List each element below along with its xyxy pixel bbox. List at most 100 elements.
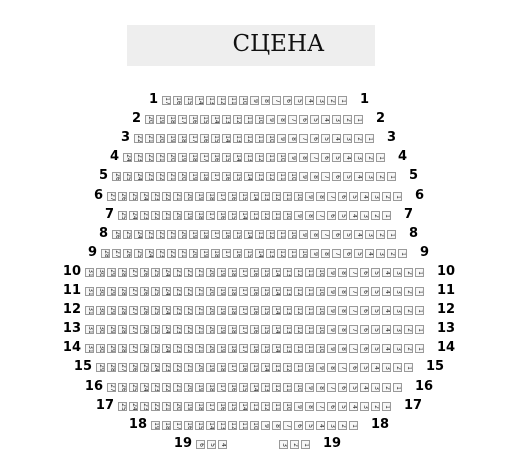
seat[interactable]: 5	[305, 421, 314, 430]
seat[interactable]: 10	[277, 153, 286, 162]
seat[interactable]: 2	[382, 383, 391, 392]
seat[interactable]: 14	[239, 402, 248, 411]
seat[interactable]: 10	[316, 325, 325, 334]
seat[interactable]: 9	[294, 402, 303, 411]
seat[interactable]: 10	[239, 96, 248, 105]
seat[interactable]: 13	[255, 172, 264, 181]
seat[interactable]: 25	[118, 211, 127, 220]
seat[interactable]: 26	[112, 230, 121, 239]
seat[interactable]: 18	[195, 211, 204, 220]
seat[interactable]: 26	[118, 192, 127, 201]
seat[interactable]: 12	[266, 230, 275, 239]
seat[interactable]: 15	[261, 268, 270, 277]
seat[interactable]: 7	[332, 249, 341, 258]
seat[interactable]: 2	[290, 440, 299, 449]
seat[interactable]: 15	[228, 211, 237, 220]
seat[interactable]: 8	[316, 383, 325, 392]
seat[interactable]: 2	[382, 192, 391, 201]
seat[interactable]: 18	[206, 192, 215, 201]
seat[interactable]: 7	[288, 115, 297, 124]
seat[interactable]: 19	[217, 306, 226, 315]
seat[interactable]: 3	[393, 268, 402, 277]
seat[interactable]: 4	[360, 383, 369, 392]
seat[interactable]: 13	[206, 96, 215, 105]
seat[interactable]: 7	[272, 96, 281, 105]
seat[interactable]: 10	[294, 192, 303, 201]
seat[interactable]: 11	[244, 115, 253, 124]
seat[interactable]: 22	[167, 249, 176, 258]
seat[interactable]: 11	[272, 402, 281, 411]
seat[interactable]: 7	[349, 268, 358, 277]
seat[interactable]: 8	[310, 172, 319, 181]
seat[interactable]: 18	[217, 363, 226, 372]
seat[interactable]: 18	[162, 421, 171, 430]
seat[interactable]: 4	[316, 421, 325, 430]
seat[interactable]: 8	[327, 363, 336, 372]
seat[interactable]: 13	[283, 325, 292, 334]
seat[interactable]: 23	[140, 402, 149, 411]
seat[interactable]: 21	[145, 134, 154, 143]
seat[interactable]: 19	[167, 134, 176, 143]
seat[interactable]: 26	[129, 363, 138, 372]
seat[interactable]: 11	[305, 325, 314, 334]
seat[interactable]: 19	[189, 230, 198, 239]
seat[interactable]: 17	[211, 172, 220, 181]
seat[interactable]: 1	[387, 230, 396, 239]
seat[interactable]: 16	[233, 249, 242, 258]
seat[interactable]: 18	[195, 402, 204, 411]
seat[interactable]: 12	[255, 153, 264, 162]
seat[interactable]: 13	[250, 402, 259, 411]
seat[interactable]: 21	[195, 268, 204, 277]
seat[interactable]: 24	[134, 230, 143, 239]
seat[interactable]: 3	[343, 134, 352, 143]
seat[interactable]: 12	[294, 344, 303, 353]
seat[interactable]: 4	[349, 402, 358, 411]
seat[interactable]: 1	[393, 383, 402, 392]
seat[interactable]: 29	[107, 287, 116, 296]
seat[interactable]: 3	[332, 115, 341, 124]
seat[interactable]: 1	[415, 287, 424, 296]
seat[interactable]: 21	[156, 153, 165, 162]
seat[interactable]: 1	[354, 115, 363, 124]
seat[interactable]: 31	[85, 306, 94, 315]
seat[interactable]: 7	[316, 402, 325, 411]
seat[interactable]: 9	[305, 383, 314, 392]
seat[interactable]: 21	[195, 287, 204, 296]
seat[interactable]: 24	[145, 249, 154, 258]
seat[interactable]: 24	[162, 344, 171, 353]
seat[interactable]: 2	[404, 287, 413, 296]
seat[interactable]: 10	[316, 344, 325, 353]
seat[interactable]: 3	[365, 172, 374, 181]
seat[interactable]: 21	[162, 211, 171, 220]
seat[interactable]: 8	[310, 230, 319, 239]
seat[interactable]: 9	[277, 134, 286, 143]
seat[interactable]: 7	[349, 325, 358, 334]
seat[interactable]: 4	[382, 325, 391, 334]
seat[interactable]: 16	[200, 134, 209, 143]
seat[interactable]: 6	[360, 344, 369, 353]
seat[interactable]: 22	[162, 383, 171, 392]
seat[interactable]: 26	[140, 268, 149, 277]
seat[interactable]: 2	[376, 172, 385, 181]
seat[interactable]: 11	[288, 249, 297, 258]
seat[interactable]: 10	[250, 421, 259, 430]
seat[interactable]: 23	[173, 306, 182, 315]
seat[interactable]: 24	[140, 383, 149, 392]
seat[interactable]: 30	[96, 268, 105, 277]
seat[interactable]: 16	[250, 287, 259, 296]
seat[interactable]: 14	[211, 115, 220, 124]
seat[interactable]: 18	[167, 115, 176, 124]
seat[interactable]: 19	[200, 249, 209, 258]
seat[interactable]: 29	[107, 268, 116, 277]
seat[interactable]: 26	[140, 325, 149, 334]
seat[interactable]: 24	[162, 325, 171, 334]
seat[interactable]: 9	[327, 268, 336, 277]
seat[interactable]: 24	[162, 268, 171, 277]
seat[interactable]: 13	[222, 115, 231, 124]
seat[interactable]: 25	[134, 249, 143, 258]
seat[interactable]: 13	[272, 363, 281, 372]
seat[interactable]: 15	[184, 96, 193, 105]
seat[interactable]: 17	[200, 153, 209, 162]
seat[interactable]: 8	[338, 306, 347, 315]
seat[interactable]: 13	[261, 192, 270, 201]
